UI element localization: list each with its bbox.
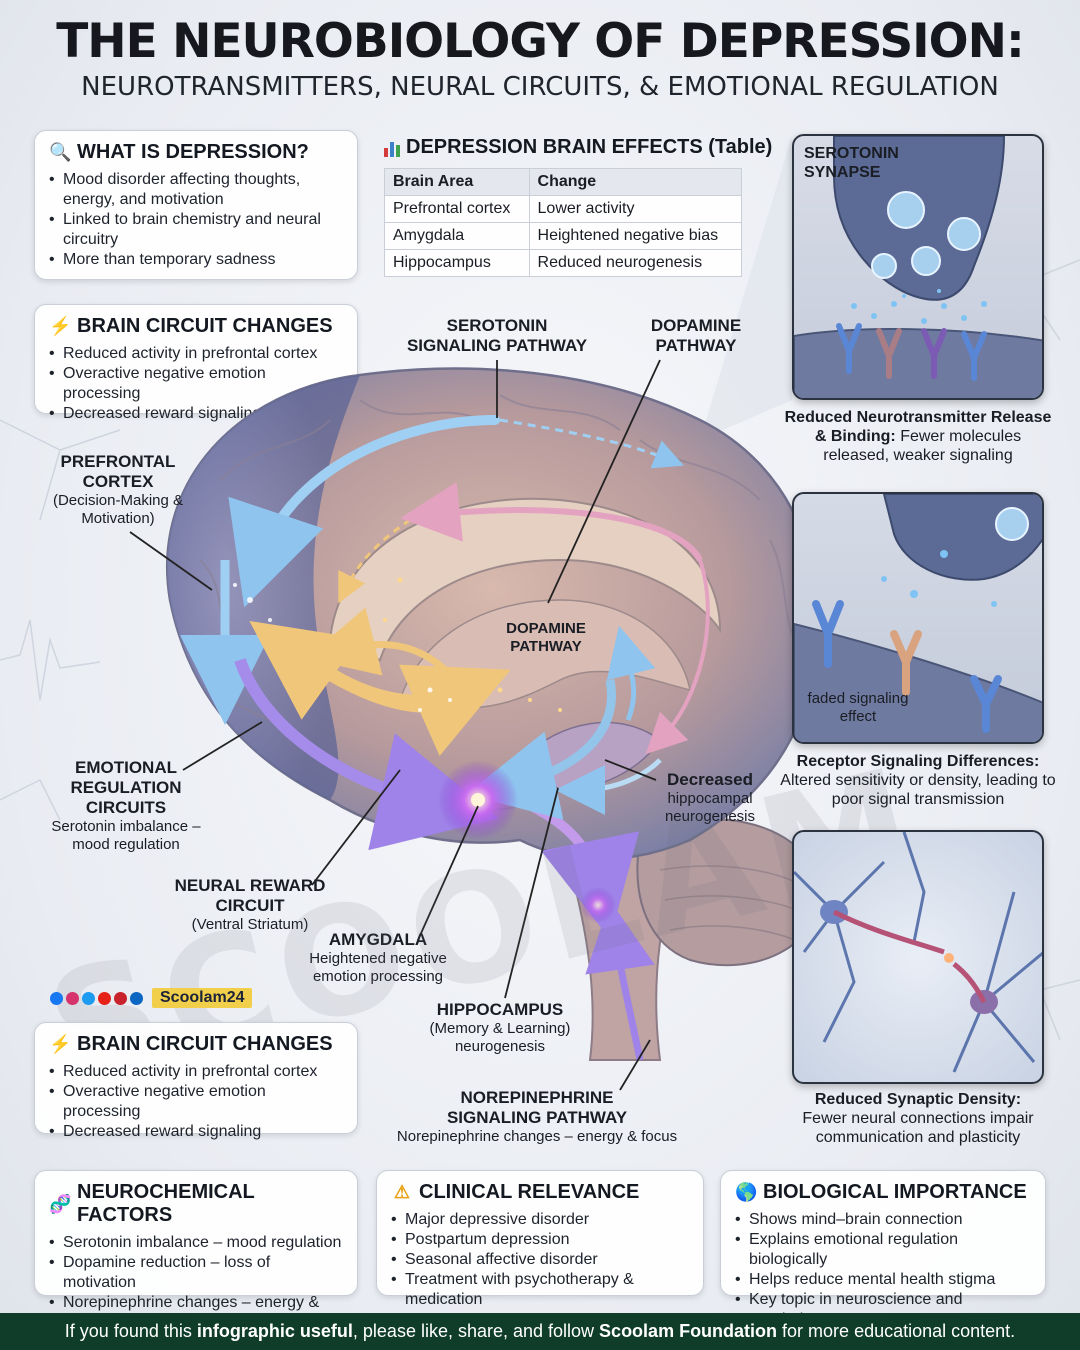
emotional-regulation-label: EMOTIONAL REGULATION CIRCUITS Serotonin … [51,758,201,853]
faded-signaling-label: faded signaling effect [807,690,909,725]
bullet-list: Reduced activity in prefrontal cortex Ov… [49,344,343,424]
effects-table-title: DEPRESSION BRAIN EFFECTS (Table) [384,136,772,159]
list-item: Overactive negative emotion processing [49,364,343,404]
neuron-illustration [794,832,1042,1073]
table-cell: Prefrontal cortex [384,195,530,223]
list-item: Mood disorder affecting thoughts, energy… [49,170,343,210]
bar-chart-icon [384,139,400,157]
list-item: Postpartum depression [391,1230,689,1250]
hippocampus-label: HIPPOCAMPUS (Memory & Learning) neurogen… [429,1000,571,1055]
card-title: BIOLOGICAL IMPORTANCE [763,1181,1027,1203]
synapse-illustration [794,136,1042,398]
list-item: Seasonal affective disorder [391,1250,689,1270]
bullet-list: Shows mind–brain connection Explains emo… [735,1210,1031,1330]
social-strip: Scoolam24 [50,988,253,1008]
list-item: Dopamine reduction – loss of motivation [49,1253,343,1293]
serotonin-synapse-label: SEROTONIN SYNAPSE [804,145,899,181]
bullet-list: Major depressive disorder Postpartum dep… [391,1210,689,1310]
globe-icon: 🌎 [735,1182,758,1202]
norepinephrine-pathway-label: NOREPINEPHRINE SIGNALING PATHWAY Norepin… [396,1088,678,1145]
list-item: Overactive negative emotion processing [49,1082,343,1122]
list-item: Major depressive disorder [391,1210,689,1230]
table-row: Amygdala Heightened negative bias [384,222,743,250]
table-cell: Lower activity [528,195,743,223]
table-row: Hippocampus Reduced neurogenesis [384,249,743,277]
list-item: Decreased reward signaling [49,1122,343,1142]
list-item: Shows mind–brain connection [735,1210,1031,1230]
page-subtitle: NEUROTRANSMITTERS, NEURAL CIRCUITS, & EM… [81,72,999,102]
card-title: BRAIN CIRCUIT CHANGES [77,1033,333,1055]
instagram-icon[interactable] [66,991,79,1005]
dopamine-pathway-top-label: DOPAMINE PATHWAY [650,316,742,355]
warning-icon: ⚠ [393,1182,411,1202]
synaptic-density-panel [792,830,1044,1084]
table-cell: Heightened negative bias [528,222,743,250]
clinical-relevance-card: ⚠ CLINICAL RELEVANCE Major depressive di… [376,1170,704,1308]
footer-banner: If you found this infographic useful, pl… [0,1313,1080,1350]
list-item: Linked to brain chemistry and neural cir… [49,210,343,250]
density-caption: Reduced Synaptic Density: Fewer neural c… [802,1091,1034,1146]
what-is-depression-card: 🔍 WHAT IS DEPRESSION? Mood disorder affe… [34,130,358,280]
effects-table: Brain Area Change Prefrontal cortex Lowe… [384,168,743,277]
bullet-list: Reduced activity in prefrontal cortex Ov… [49,1062,343,1142]
synapse-caption: Reduced Neurotransmitter Release & Bindi… [784,409,1052,464]
table-cell: Reduced neurogenesis [528,249,743,277]
x-icon[interactable] [82,991,95,1005]
receptor-illustration [794,494,1042,742]
brain-circuit-changes-card-top: ⚡ BRAIN CIRCUIT CHANGES Reduced activity… [34,304,358,424]
prefrontal-cortex-label: PREFRONTAL CORTEX (Decision-Making & Mot… [52,452,184,527]
receptor-signaling-panel: faded signaling effect [792,492,1044,744]
column-header: Change [528,168,743,196]
table-header-row: Brain Area Change [384,168,743,196]
receptor-caption: Receptor Signaling Differences: Altered … [780,753,1056,808]
youtube-icon[interactable] [98,991,111,1005]
bullet-list: Serotonin imbalance – mood regulation Do… [49,1233,343,1333]
page-title: THE NEUROBIOLOGY OF DEPRESSION: [56,14,1025,69]
pinterest-icon[interactable] [114,991,127,1005]
list-item: Explains emotional regulation biological… [735,1230,1031,1270]
linkedin-icon[interactable] [130,991,143,1005]
neurochemical-factors-card: 🧬 NEUROCHEMICAL FACTORS Serotonin imbala… [34,1170,358,1331]
facebook-icon[interactable] [50,991,63,1005]
table-row: Prefrontal cortex Lower activity [384,195,743,223]
neural-reward-circuit-label: NEURAL REWARD CIRCUIT (Ventral Striatum) [174,876,326,933]
list-item: Reduced activity in prefrontal cortex [49,1062,343,1082]
list-item: Decreased reward signaling [49,404,343,424]
magnifier-icon: 🔍 [49,142,72,162]
table-cell: Amygdala [384,222,530,250]
card-title: BRAIN CIRCUIT CHANGES [77,315,333,337]
lightning-icon: ⚡ [49,316,72,336]
biological-importance-card: 🌎 BIOLOGICAL IMPORTANCE Shows mind–brain… [720,1170,1046,1328]
column-header: Brain Area [384,168,530,196]
list-item: Reduced activity in prefrontal cortex [49,344,343,364]
brain-circuit-changes-card-bottom: ⚡ BRAIN CIRCUIT CHANGES Reduced activity… [34,1022,358,1142]
serotonin-synapse-panel: SEROTONIN SYNAPSE [792,134,1044,400]
dopamine-pathway-inner-label: DOPAMINE PATHWAY [506,620,586,655]
bullet-list: Mood disorder affecting thoughts, energy… [49,170,343,270]
dna-icon: 🧬 [49,1193,72,1214]
amygdala-label: AMYGDALA Heightened negative emotion pro… [309,930,447,985]
list-item: More than temporary sadness [49,250,343,270]
list-item: Serotonin imbalance – mood regulation [49,1233,343,1253]
lightning-icon: ⚡ [49,1034,72,1054]
social-handle[interactable]: Scoolam24 [152,988,253,1008]
serotonin-pathway-label: SEROTONIN SIGNALING PATHWAY [406,316,588,355]
card-title: NEUROCHEMICAL FACTORS [77,1181,255,1226]
list-item: Treatment with psychotherapy & medicatio… [391,1270,689,1310]
table-cell: Hippocampus [384,249,530,277]
card-title: WHAT IS DEPRESSION? [77,141,309,163]
decreased-neurogenesis-label: Decreased hippocampal neurogenesis [664,770,756,825]
list-item: Helps reduce mental health stigma [735,1270,1031,1290]
card-title: CLINICAL RELEVANCE [419,1181,640,1203]
